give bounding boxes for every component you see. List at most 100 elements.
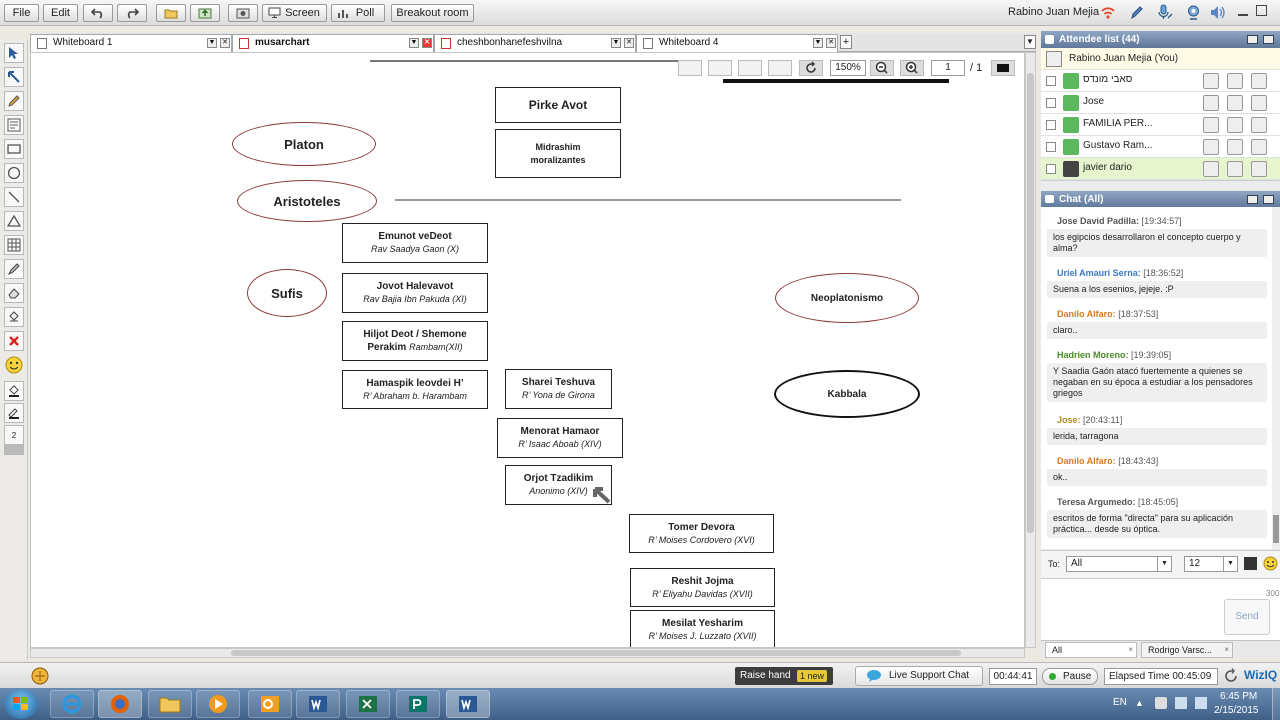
attendee-row[interactable]: javier dario: [1041, 158, 1280, 180]
attendee-list-header[interactable]: Attendee list (44): [1041, 31, 1280, 48]
tab-whiteboard-1[interactable]: Whiteboard 1 ▼ ✕: [30, 34, 232, 52]
speaker-icon[interactable]: [1210, 5, 1226, 20]
mic-control-icon[interactable]: [1203, 161, 1219, 177]
close-icon[interactable]: ×: [1224, 645, 1229, 654]
fit-screen-button[interactable]: [991, 60, 1015, 76]
attendee-row[interactable]: סאבי מונדס: [1041, 70, 1280, 92]
panel-maximize-button[interactable]: [1263, 35, 1274, 44]
network-status-icon[interactable]: [30, 666, 50, 686]
open-folder-button[interactable]: [156, 4, 186, 22]
camera-icon[interactable]: [1185, 4, 1202, 21]
pause-button[interactable]: Pause: [1042, 668, 1098, 685]
tab-dropdown[interactable]: ▼: [611, 38, 621, 48]
taskbar-media-player[interactable]: [196, 690, 240, 718]
attendee-checkbox[interactable]: [1046, 98, 1056, 108]
tabs-overflow-button[interactable]: ▼: [1024, 35, 1036, 49]
line-tool[interactable]: [4, 187, 24, 207]
input-language[interactable]: EN: [1113, 697, 1127, 708]
edit-menu[interactable]: Edit: [43, 4, 78, 22]
rectangle-tool[interactable]: [4, 139, 24, 159]
pen-control-icon[interactable]: [1251, 117, 1267, 133]
chat-messages[interactable]: Jose David Padilla: [19:34:57] los egipc…: [1041, 207, 1272, 549]
taskbar-ie[interactable]: [50, 690, 94, 718]
camera-control-icon[interactable]: [1227, 161, 1243, 177]
pen-control-icon[interactable]: [1251, 95, 1267, 111]
file-menu[interactable]: File: [4, 4, 39, 22]
page-number-input[interactable]: 1: [931, 60, 965, 76]
tab-cheshbonhanefeshvilna[interactable]: cheshbonhanefeshvilna ▼ ✕: [434, 34, 636, 52]
first-page-button[interactable]: [678, 60, 702, 76]
pen-control-icon[interactable]: [1251, 139, 1267, 155]
start-button[interactable]: [4, 689, 38, 719]
text-color-swatch[interactable]: [1244, 557, 1257, 570]
attendee-row[interactable]: FAMILIA PER...: [1041, 114, 1280, 136]
clock-date[interactable]: 2/15/2015: [1214, 705, 1259, 716]
highlighter-tool[interactable]: [4, 259, 24, 279]
close-icon[interactable]: ×: [1128, 645, 1133, 654]
tab-musarchart[interactable]: musarchart ▼ ✕: [232, 34, 434, 52]
taskbar-firefox[interactable]: [98, 690, 142, 718]
tray-network-icon[interactable]: [1175, 697, 1187, 709]
attendee-checkbox[interactable]: [1046, 76, 1056, 86]
pen-tool[interactable]: [4, 91, 24, 111]
pen-control-icon[interactable]: [1251, 161, 1267, 177]
tab-close[interactable]: ✕: [220, 38, 230, 48]
attendee-row[interactable]: Jose: [1041, 92, 1280, 114]
camera-control-icon[interactable]: [1227, 117, 1243, 133]
tray-flag-icon[interactable]: [1155, 697, 1167, 709]
select-tool[interactable]: [4, 43, 24, 63]
breakout-room-button[interactable]: Breakout room: [391, 4, 474, 22]
tab-close[interactable]: ✕: [624, 38, 634, 48]
send-button[interactable]: Send: [1224, 599, 1270, 635]
scrollbar-thumb[interactable]: [1273, 515, 1279, 543]
mic-control-icon[interactable]: [1203, 139, 1219, 155]
camera-control-icon[interactable]: [1227, 139, 1243, 155]
refresh-button[interactable]: [799, 60, 823, 76]
chat-scrollbar[interactable]: [1272, 207, 1280, 549]
table-tool[interactable]: [4, 235, 24, 255]
pointer-tool[interactable]: [4, 67, 24, 87]
mic-control-icon[interactable]: [1203, 95, 1219, 111]
emoji-tool[interactable]: [4, 355, 24, 375]
panel-minimize-button[interactable]: [1247, 195, 1258, 204]
emoticon-icon[interactable]: [1263, 556, 1278, 571]
show-desktop-button[interactable]: [1272, 688, 1280, 720]
chat-tab-private[interactable]: Rodrigo Varsc... ×: [1141, 642, 1233, 658]
taskbar-excel[interactable]: [346, 690, 390, 718]
oval-sufis[interactable]: Sufis: [247, 269, 327, 317]
prev-page-button[interactable]: [708, 60, 732, 76]
attendee-row[interactable]: Gustavo Ram...: [1041, 136, 1280, 158]
last-page-button[interactable]: [768, 60, 792, 76]
clock-time[interactable]: 6:45 PM: [1220, 691, 1258, 702]
color-fill-tool[interactable]: [4, 381, 24, 401]
attendee-host[interactable]: Rabino Juan Mejia (You): [1041, 48, 1280, 70]
board-vertical-scrollbar[interactable]: [1025, 52, 1036, 648]
more-tools-handle[interactable]: [4, 445, 24, 455]
minimize-button[interactable]: [1238, 14, 1248, 16]
tray-overflow-icon[interactable]: ▲: [1135, 698, 1144, 708]
ellipse-tool[interactable]: [4, 163, 24, 183]
eraser-tool[interactable]: [4, 283, 24, 303]
pen-control-icon[interactable]: [1251, 73, 1267, 89]
taskbar-word-active[interactable]: [446, 690, 490, 718]
tab-dropdown[interactable]: ▼: [813, 38, 823, 48]
maximize-button[interactable]: [1256, 5, 1267, 16]
camera-control-icon[interactable]: [1227, 73, 1243, 89]
fill-tool[interactable]: [4, 307, 24, 327]
chat-header[interactable]: Chat (All): [1041, 191, 1280, 208]
stroke-color-tool[interactable]: [4, 403, 24, 423]
panel-splitter[interactable]: [1041, 180, 1280, 190]
clear-tool[interactable]: [4, 331, 24, 351]
zoom-in-button[interactable]: [900, 60, 924, 76]
recipient-select[interactable]: All ▼: [1066, 556, 1172, 572]
text-tool[interactable]: [4, 115, 24, 135]
attendee-checkbox[interactable]: [1046, 164, 1056, 174]
redo-button[interactable]: [117, 4, 147, 22]
live-support-chat-button[interactable]: Live Support Chat: [855, 666, 983, 686]
mic-control-icon[interactable]: [1203, 73, 1219, 89]
